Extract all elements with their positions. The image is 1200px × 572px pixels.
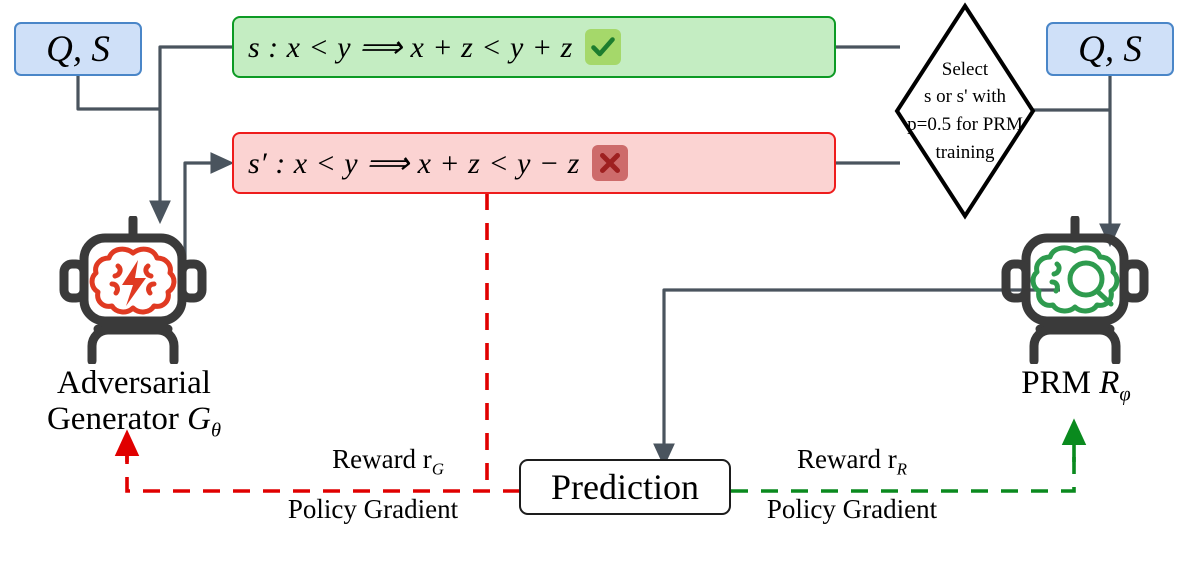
reward-generator-top-label: Reward rG bbox=[288, 445, 488, 478]
adversarial-step-text: s′ : x < y ⟹ x + z < y − z bbox=[248, 146, 580, 180]
reward-prm-subscript: R bbox=[896, 459, 907, 479]
prm-subscript: φ bbox=[1119, 383, 1131, 406]
question-solution-left: Q, S bbox=[14, 22, 142, 76]
reward-generator-top-text: Reward r bbox=[332, 444, 432, 474]
generator-subscript: θ bbox=[210, 419, 222, 442]
prediction-box: Prediction bbox=[519, 459, 731, 515]
correct-step-text: s : x < y ⟹ x + z < y + z bbox=[248, 30, 573, 64]
prm-caption: PRM Rφ bbox=[952, 365, 1200, 406]
generator-caption: Adversarial Generator Gθ bbox=[0, 365, 268, 442]
robot-brain-lightning-icon bbox=[58, 214, 208, 366]
prm-caption-prefix: PRM bbox=[1021, 365, 1100, 401]
prm-caption-line: PRM Rφ bbox=[952, 365, 1200, 406]
generator-caption-prefix: Generator bbox=[46, 400, 188, 437]
generator-symbol: G bbox=[187, 400, 211, 437]
reward-prm-bottom-label: Policy Gradient bbox=[766, 494, 938, 524]
question-solution-right: Q, S bbox=[1046, 22, 1174, 76]
reward-prm-top-text: Reward r bbox=[797, 444, 897, 474]
generator-caption-line2: Generator Gθ bbox=[0, 400, 268, 442]
robot-brain-magnifier-icon bbox=[1000, 214, 1150, 366]
reward-generator-bottom-label: Policy Gradient bbox=[287, 494, 459, 524]
reward-prm-top-label: Reward rR bbox=[752, 445, 952, 478]
generator-caption-line1: Adversarial bbox=[57, 365, 211, 401]
correct-step-box: s : x < y ⟹ x + z < y + z bbox=[232, 16, 836, 78]
reward-generator-subscript: G bbox=[431, 459, 444, 479]
check-icon bbox=[584, 29, 621, 65]
adversarial-step-box: s′ : x < y ⟹ x + z < y − z bbox=[232, 132, 836, 194]
prm-symbol: R bbox=[1099, 365, 1120, 401]
cross-icon bbox=[591, 145, 628, 181]
